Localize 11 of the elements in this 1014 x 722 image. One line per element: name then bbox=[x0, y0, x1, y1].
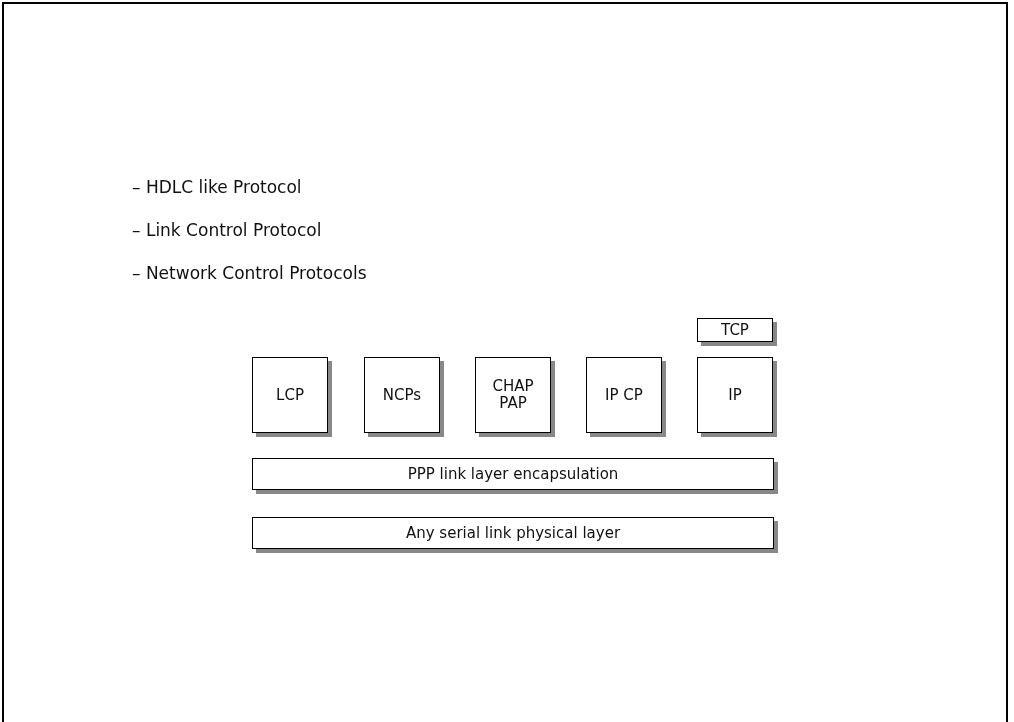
box-label: PPP link layer encapsulation bbox=[407, 465, 619, 483]
box-label: Any serial link physical layer bbox=[405, 524, 621, 542]
bullet-text: – HDLC like Protocol bbox=[132, 177, 302, 197]
bullet-text: – Network Control Protocols bbox=[132, 263, 367, 283]
box-label: TCP bbox=[721, 321, 749, 339]
box-label: NCPs bbox=[382, 386, 422, 404]
box-label: IP CP bbox=[605, 386, 643, 404]
box-label: CHAP PAP bbox=[491, 378, 535, 412]
bullet-text: – Link Control Protocol bbox=[132, 220, 322, 240]
box-label: IP bbox=[728, 386, 742, 404]
box-label: LCP bbox=[276, 386, 304, 404]
